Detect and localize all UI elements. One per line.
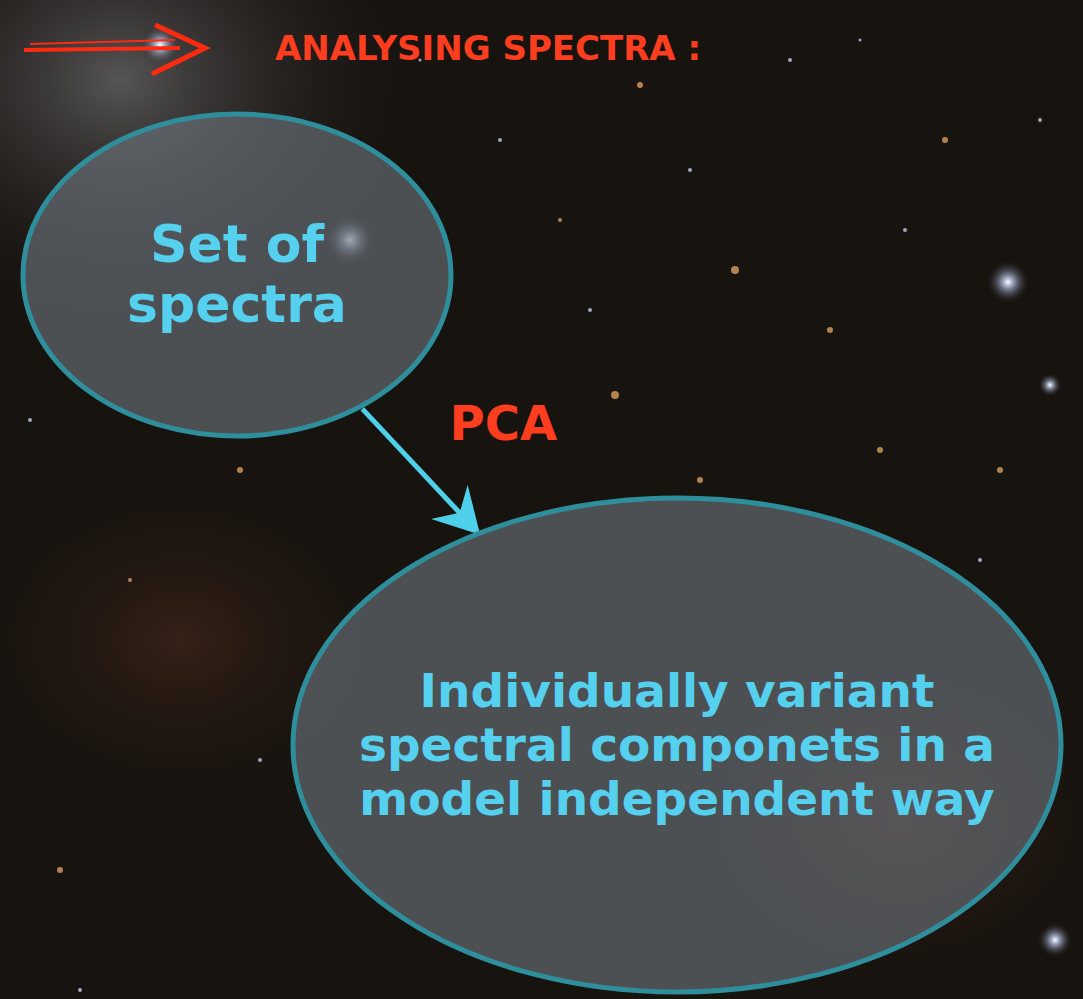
node-text: Set of spectra bbox=[87, 215, 387, 335]
ellipse-node: Set of spectra bbox=[20, 111, 454, 439]
node-text-group: Individually variant spectral componets … bbox=[332, 664, 1022, 826]
node-text: Individually variant spectral componets … bbox=[332, 664, 1022, 826]
heading-label: ANALYSING SPECTRA : bbox=[275, 28, 701, 68]
pointer-arrow bbox=[24, 25, 205, 74]
node-text-group: Set of spectra bbox=[87, 215, 387, 335]
ellipse-node: Individually variant spectral componets … bbox=[290, 495, 1064, 995]
edge-label: PCA bbox=[450, 395, 558, 451]
